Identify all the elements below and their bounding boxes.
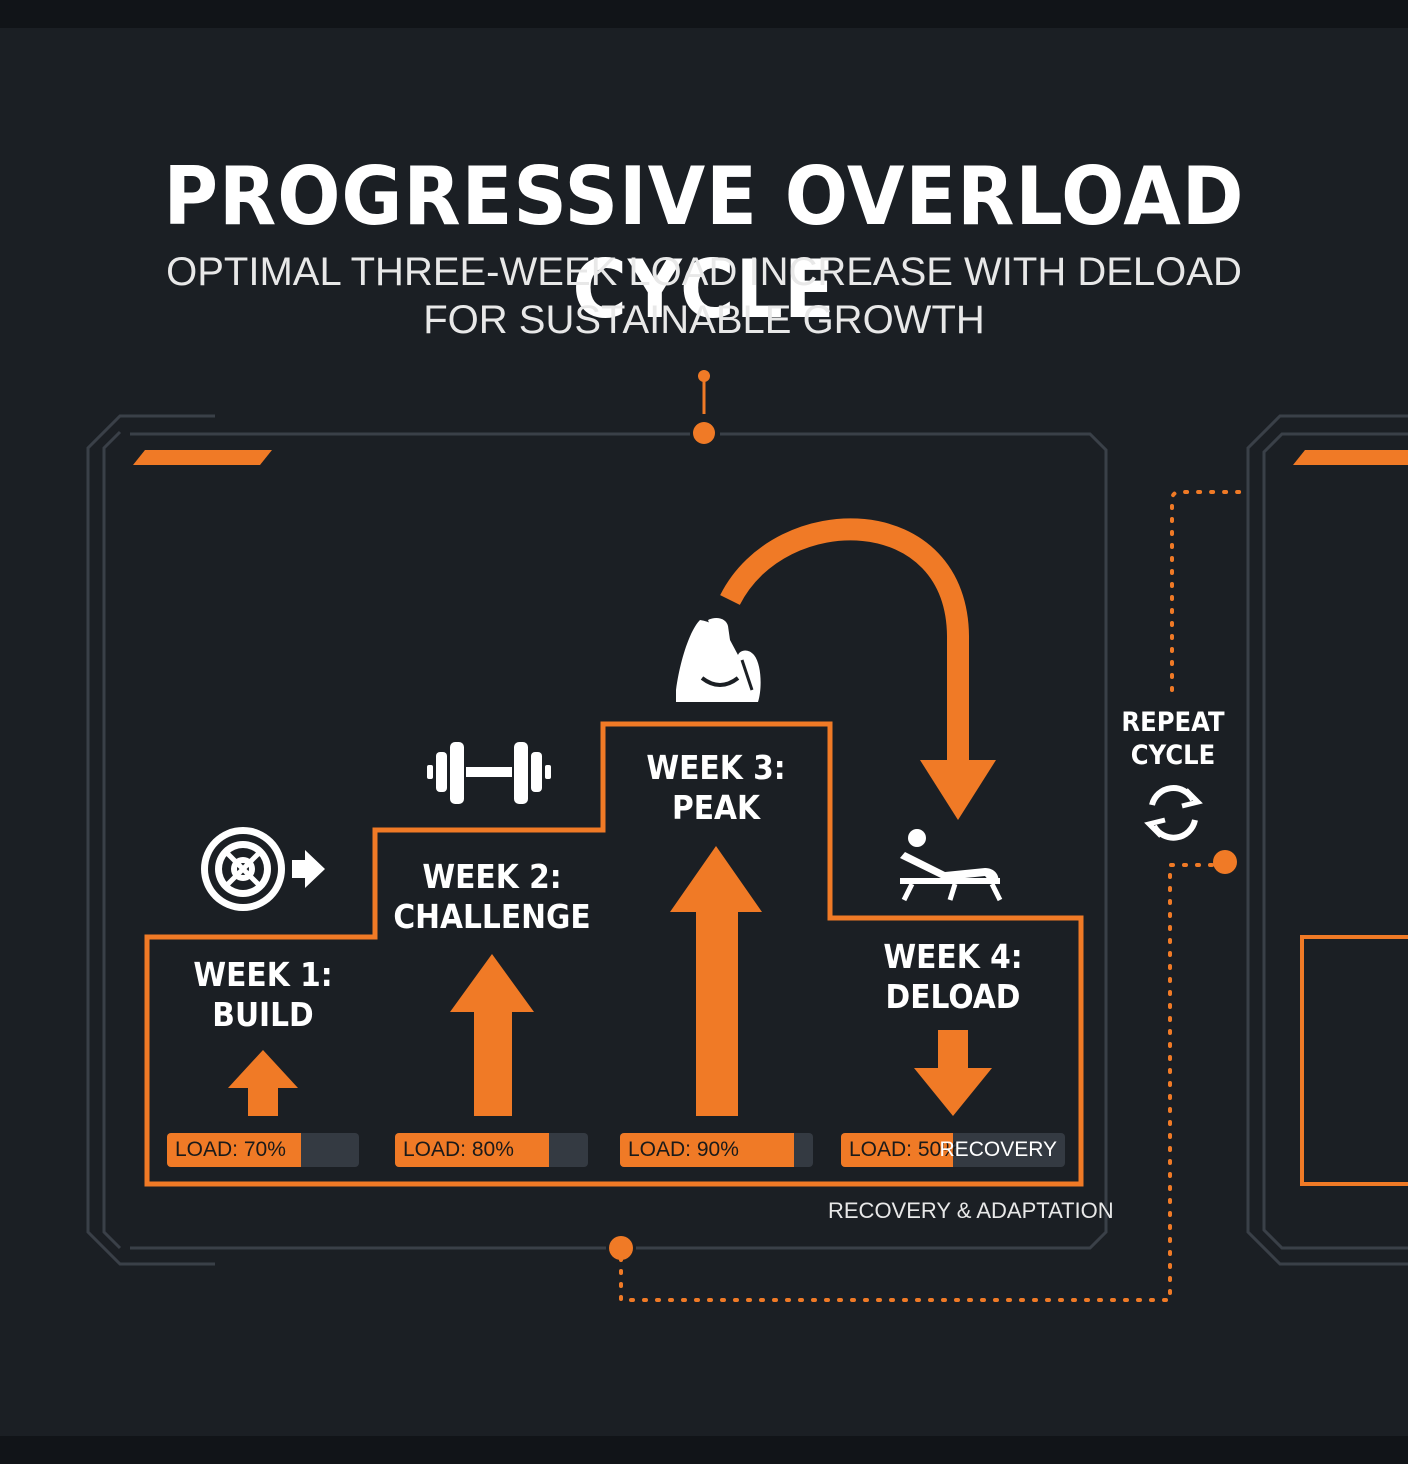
subtitle-line-2: FOR SUSTAINABLE GROWTH [423,298,985,342]
week2-name: CHALLENGE [393,897,591,936]
week2-label: WEEK 2: CHALLENGE [393,857,591,937]
peak-to-deload-arrow [720,518,996,820]
week3-name: PEAK [671,788,761,827]
cycle-loop-path [619,490,1246,1302]
week2-load-fill [395,1133,550,1167]
frame-accent-right [1293,450,1408,465]
flexed-bicep-icon [676,618,761,702]
week3-title: WEEK 3: [646,748,786,787]
staircase-outline [144,721,1084,1187]
week3-load-bar: LOAD: 90% [620,1133,813,1167]
week3-label: WEEK 3: PEAK [631,748,802,828]
week2-load-bar: LOAD: 80% [395,1133,588,1167]
week4-name: DELOAD [885,977,1021,1016]
week2-up-arrow [450,954,534,1116]
week3-up-arrow [670,846,762,1116]
week1-title: WEEK 1: [193,955,333,994]
week1-load-bar: LOAD: 70% [167,1133,359,1167]
week1-label: WEEK 1: BUILD [178,955,349,1035]
dumbbell-icon [427,742,551,804]
week2-load-text: LOAD: 80% [403,1138,514,1161]
week1-load-text: LOAD: 70% [175,1138,286,1161]
page-subtitle: OPTIMAL THREE-WEEK LOAD INCREASE WITH DE… [0,248,1408,344]
right-panel-box [1300,935,1408,1186]
frame-accent-left [133,450,272,465]
week1-name: BUILD [212,995,314,1034]
week3-load-fill [620,1133,794,1167]
week3-load-text: LOAD: 90% [628,1138,739,1161]
week4-load-text: LOAD: 50% [849,1138,960,1161]
hud-frame [86,414,1408,1266]
reclining-person-icon [900,829,1003,902]
cycle-arrows-icon [1144,785,1203,841]
top-connector [693,370,715,444]
week4-down-arrow [914,1030,992,1116]
repeat-line-1: REPEAT [1121,707,1225,738]
subtitle-line-1: OPTIMAL THREE-WEEK LOAD INCREASE WITH DE… [166,250,1242,294]
repeat-line-2: CYCLE [1130,740,1216,771]
week4-load-fill [841,1133,953,1167]
week4-load-bar: LOAD: 50% RECOVERY [841,1133,1065,1167]
background-panel [0,28,1408,1436]
loop-node-bottom [609,1236,633,1260]
repeat-cycle-label: REPEAT CYCLE [1115,706,1232,772]
weight-plate-icon [201,827,325,911]
loop-node-right [1213,850,1237,874]
page-title: PROGRESSIVE OVERLOAD CYCLE [163,150,1245,336]
week1-up-arrow [228,1050,298,1116]
week4-recovery-text: RECOVERY [939,1138,1057,1161]
week2-title: WEEK 2: [422,857,562,896]
week4-label: WEEK 4: DELOAD [868,937,1039,1017]
recovery-footnote: RECOVERY & ADAPTATION [828,1198,1114,1223]
week1-load-fill [167,1133,302,1167]
week4-title: WEEK 4: [883,937,1023,976]
